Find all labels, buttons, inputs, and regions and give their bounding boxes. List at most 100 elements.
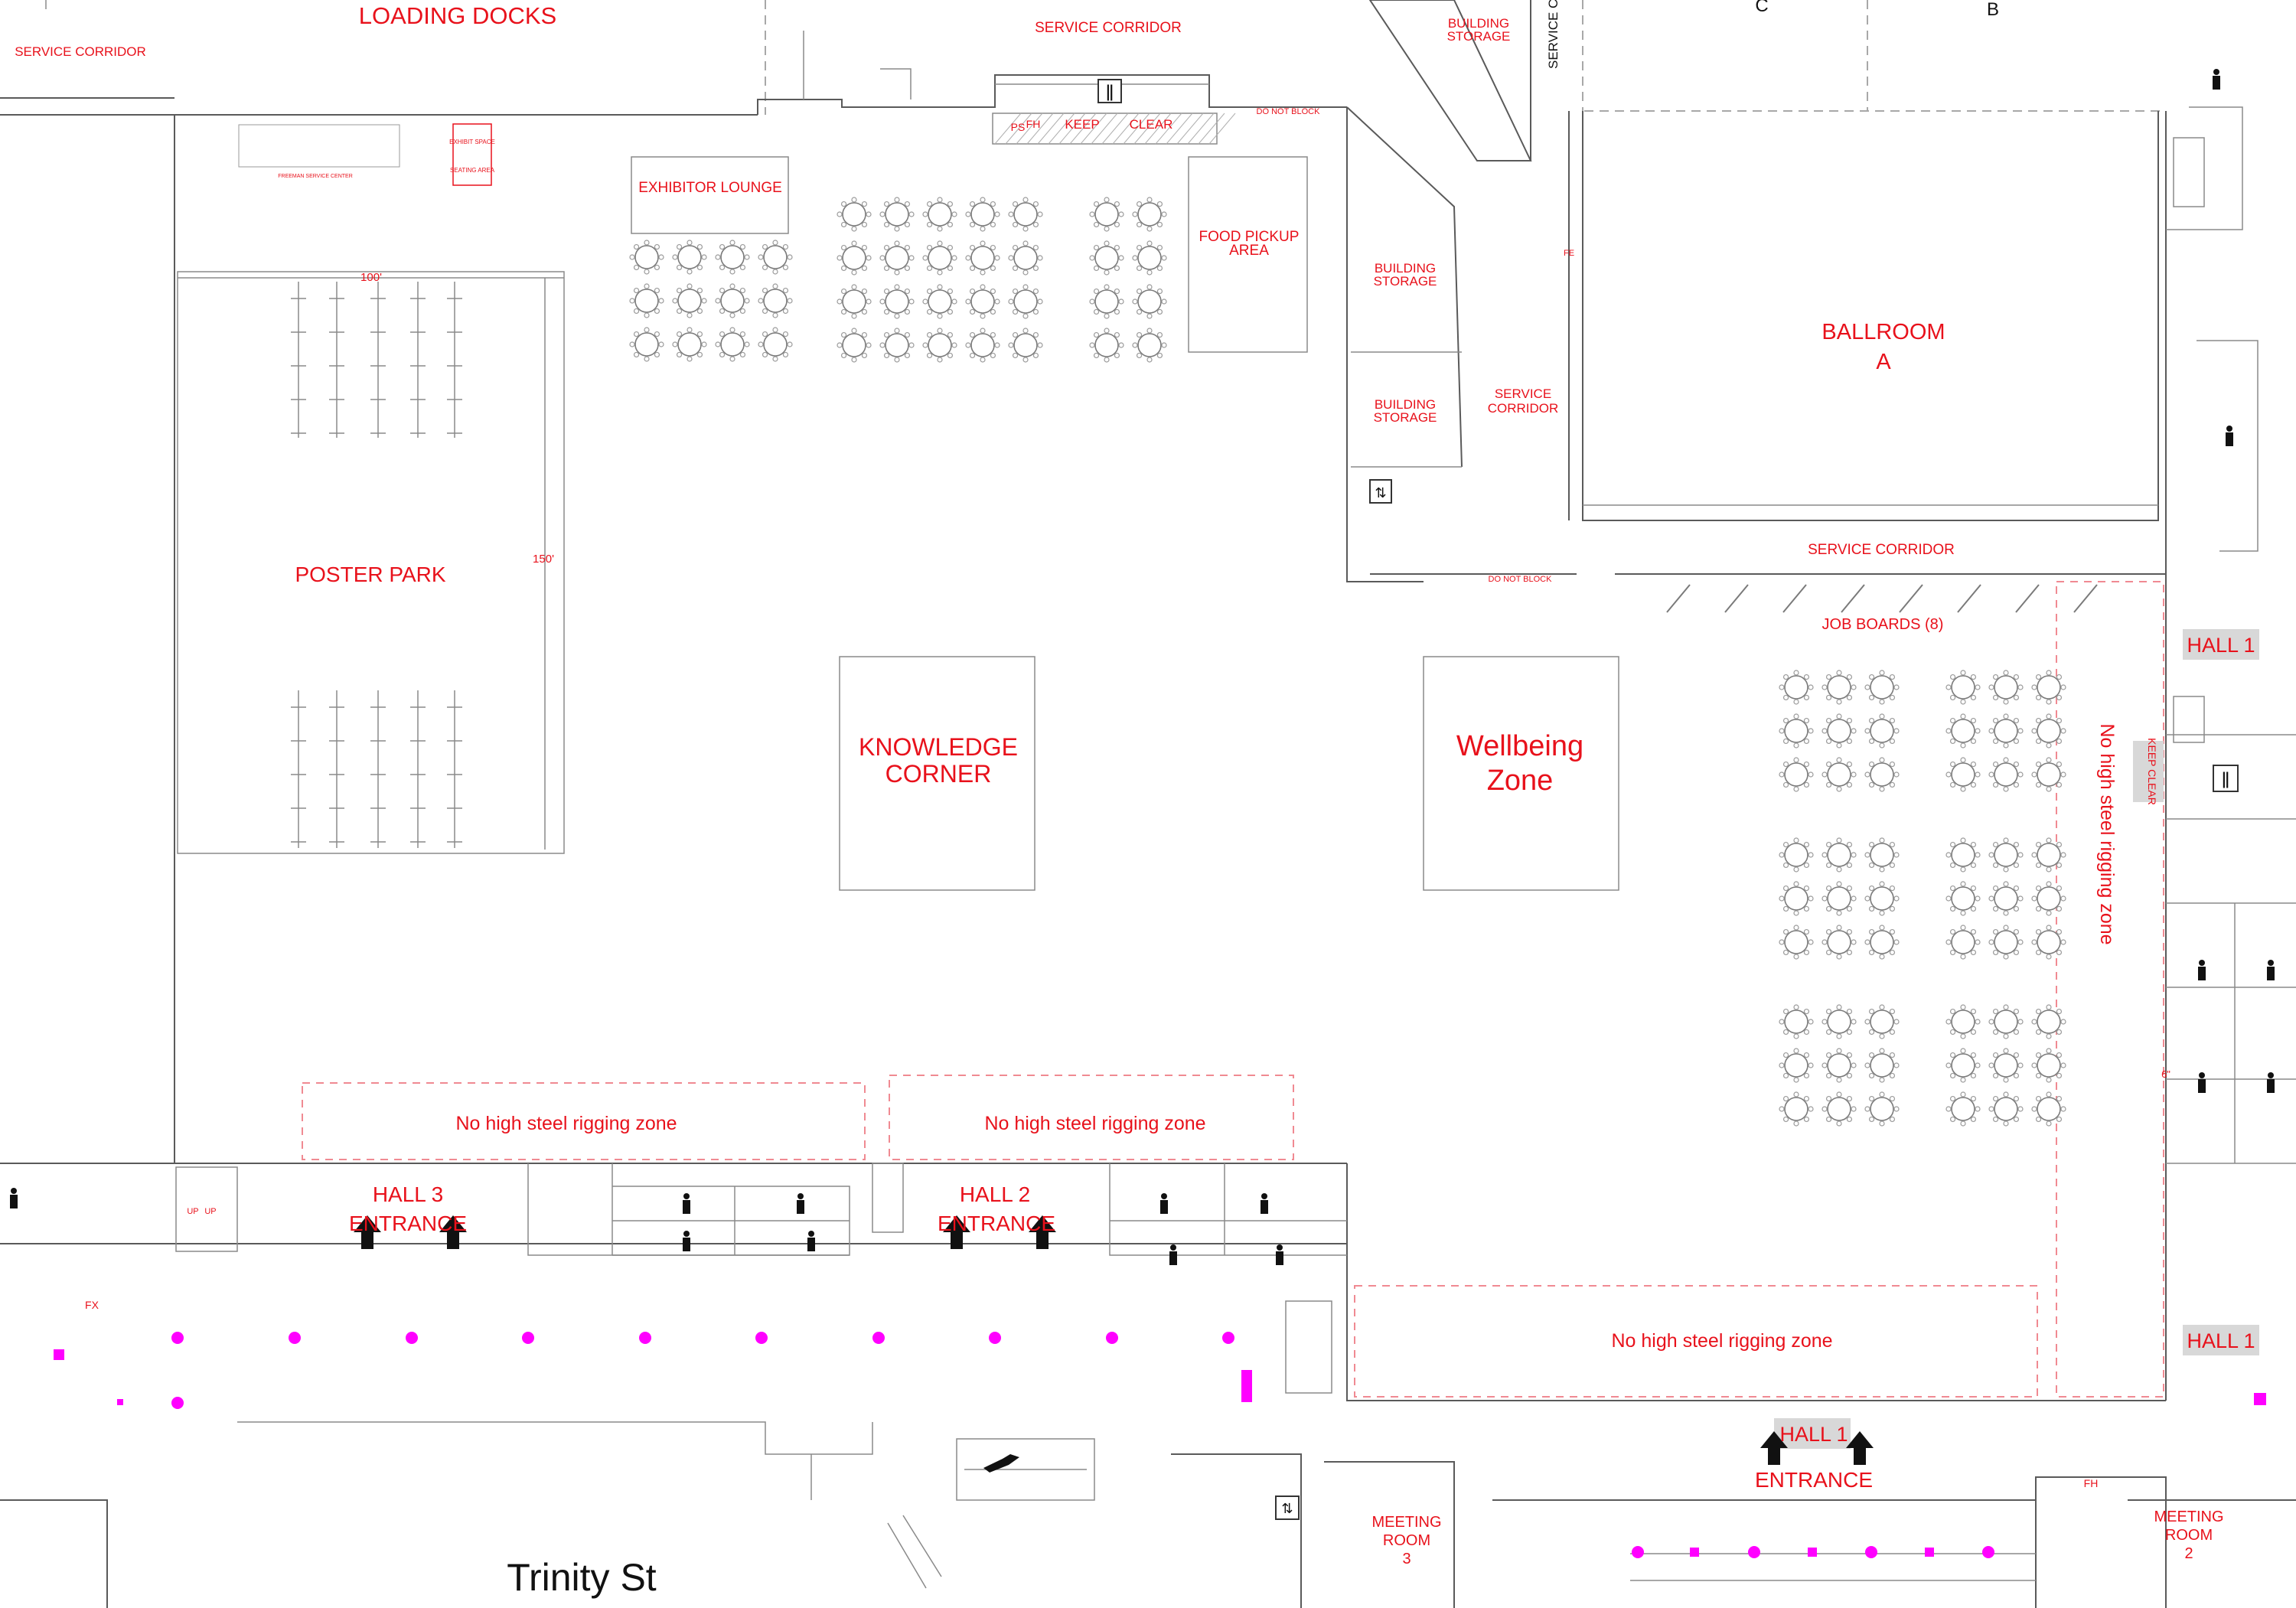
round-table bbox=[1821, 670, 1857, 705]
round-table bbox=[1779, 925, 1814, 960]
round-table bbox=[922, 328, 957, 363]
round-table bbox=[1821, 713, 1857, 749]
hall2-label: HALL 2 bbox=[960, 1182, 1030, 1206]
round-table bbox=[1864, 670, 1900, 705]
exhibitor-lounge-label: EXHIBITOR LOUNGE bbox=[638, 180, 782, 196]
round-table bbox=[1945, 1004, 1981, 1039]
round-table bbox=[715, 283, 750, 318]
round-table bbox=[758, 327, 793, 362]
round-table bbox=[1821, 881, 1857, 916]
round-table bbox=[879, 197, 915, 232]
round-table bbox=[1945, 757, 1981, 792]
round-table bbox=[1945, 1091, 1981, 1127]
no-rigging-vertical-label: No high steel rigging zone bbox=[2096, 723, 2118, 944]
round-table bbox=[965, 328, 1000, 363]
fx-label: FX bbox=[85, 1299, 99, 1311]
round-table bbox=[1132, 328, 1167, 363]
do-not-block-1: DO NOT BLOCK bbox=[1257, 107, 1321, 116]
round-table bbox=[2031, 837, 2066, 872]
round-table bbox=[715, 240, 750, 275]
six-inch-label: 6" bbox=[2161, 1068, 2170, 1080]
round-table bbox=[965, 240, 1000, 276]
round-table bbox=[2031, 881, 2066, 916]
round-table bbox=[1132, 197, 1167, 232]
hall3-label: HALL 3 bbox=[373, 1182, 443, 1206]
round-table bbox=[1864, 925, 1900, 960]
hall3-entrance-label: ENTRANCE bbox=[349, 1212, 467, 1235]
round-table bbox=[2031, 1091, 2066, 1127]
service-vertical-label: SERVICE C bbox=[1546, 0, 1561, 69]
round-table bbox=[1945, 713, 1981, 749]
round-table bbox=[672, 240, 707, 275]
round-table bbox=[672, 283, 707, 318]
round-table bbox=[2031, 713, 2066, 749]
room-labels: LOADING DOCKS SERVICE CORRIDOR SERVICE C… bbox=[15, 0, 2255, 1599]
round-table bbox=[758, 283, 793, 318]
round-table bbox=[965, 197, 1000, 232]
hall2-entrance-label: ENTRANCE bbox=[938, 1212, 1055, 1235]
round-table bbox=[1779, 1048, 1814, 1083]
round-table bbox=[922, 284, 957, 319]
room-b-label: B bbox=[1987, 0, 1999, 20]
seating-area-label: SEATING AREA bbox=[450, 167, 495, 174]
job-board-marks bbox=[1666, 584, 2098, 613]
round-table bbox=[879, 284, 915, 319]
round-table bbox=[1089, 328, 1124, 363]
round-table bbox=[629, 283, 664, 318]
round-table bbox=[1132, 284, 1167, 319]
no-rigging-2-label: No high steel rigging zone bbox=[984, 1113, 1205, 1134]
round-table bbox=[1988, 1091, 2024, 1127]
round-table bbox=[1779, 837, 1814, 872]
round-table bbox=[1008, 284, 1043, 319]
round-table bbox=[2031, 925, 2066, 960]
round-table bbox=[1821, 1091, 1857, 1127]
hall1-entrance-label: ENTRANCE bbox=[1755, 1468, 1873, 1492]
round-tables bbox=[629, 197, 2066, 1127]
round-table bbox=[1945, 1048, 1981, 1083]
round-table bbox=[1779, 881, 1814, 916]
round-table bbox=[879, 328, 915, 363]
food-icon: ǁ ǁ bbox=[1097, 79, 2239, 792]
hall1-lower-label: HALL 1 bbox=[2187, 1329, 2255, 1352]
elevator-icon: ⇅ ⇅ bbox=[1275, 479, 1392, 1520]
svg-text:⇅: ⇅ bbox=[1375, 485, 1386, 501]
round-table bbox=[1779, 1091, 1814, 1127]
round-table bbox=[837, 240, 872, 276]
freeman-service-label: FREEMAN SERVICE CENTER bbox=[278, 174, 353, 179]
up2-label: UP bbox=[204, 1207, 216, 1216]
round-table bbox=[629, 240, 664, 275]
svg-text:ǁ: ǁ bbox=[2222, 770, 2230, 789]
round-table bbox=[2031, 757, 2066, 792]
round-table bbox=[1988, 670, 2024, 705]
round-table bbox=[1008, 240, 1043, 276]
round-table bbox=[965, 284, 1000, 319]
hall1-bottom-label: HALL 1 bbox=[1779, 1423, 1848, 1446]
room-outlines bbox=[238, 113, 1619, 891]
poster-park-area bbox=[177, 271, 565, 854]
round-table bbox=[715, 327, 750, 362]
round-table bbox=[1821, 925, 1857, 960]
round-table bbox=[1945, 925, 1981, 960]
rigging-zones bbox=[302, 581, 2164, 1398]
round-table bbox=[1988, 925, 2024, 960]
round-table bbox=[1089, 240, 1124, 276]
escalator-icon bbox=[983, 1454, 1019, 1473]
round-table bbox=[1132, 240, 1167, 276]
round-table bbox=[1988, 837, 2024, 872]
round-table bbox=[1864, 837, 1900, 872]
round-table bbox=[1089, 197, 1124, 232]
round-table bbox=[1945, 837, 1981, 872]
ps-label: PS bbox=[1011, 121, 1026, 133]
fe-label: FE bbox=[1564, 249, 1574, 258]
round-table bbox=[1988, 713, 2024, 749]
round-table bbox=[1821, 837, 1857, 872]
round-table bbox=[1779, 1004, 1814, 1039]
